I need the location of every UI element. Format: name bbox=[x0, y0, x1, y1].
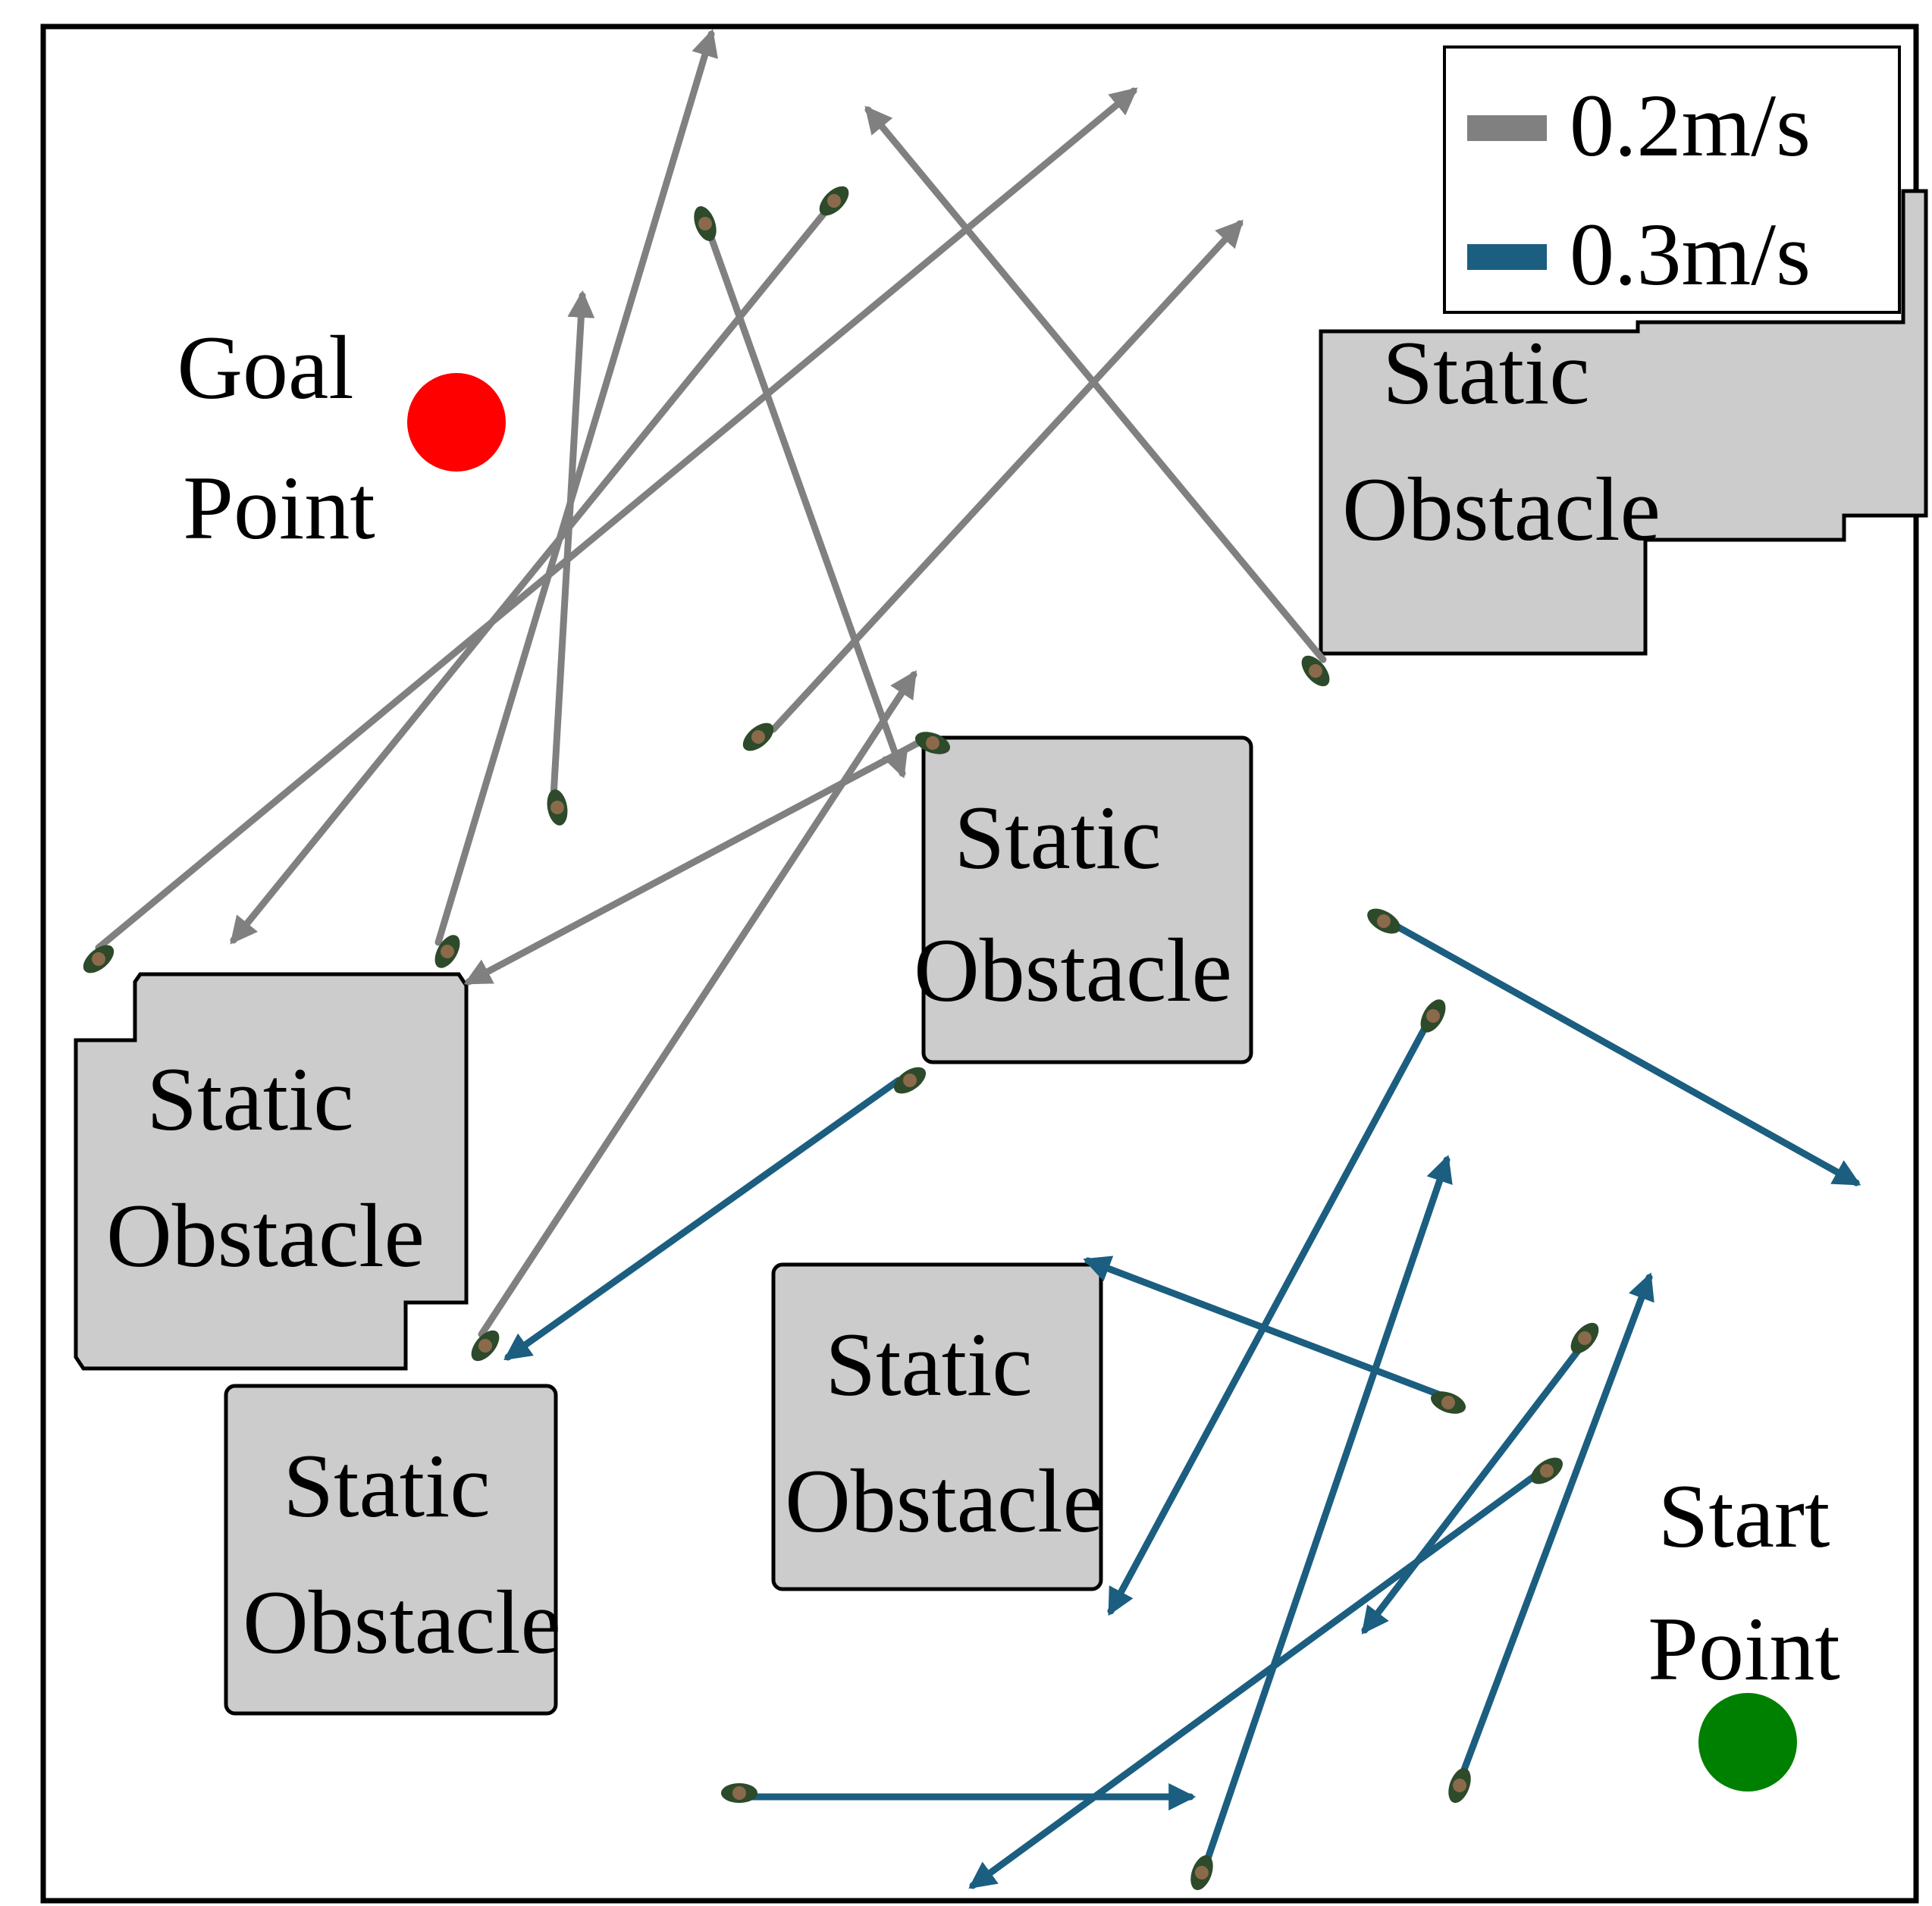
trajectory-arrow bbox=[1107, 1016, 1433, 1616]
goal-label-line1: Goal bbox=[177, 317, 353, 418]
goal-point: Goal Point bbox=[177, 317, 506, 558]
trajectory-arrow bbox=[770, 219, 1244, 733]
legend-label-slow: 0.2m/s bbox=[1570, 76, 1811, 175]
pedestrian-icon bbox=[694, 206, 717, 241]
trajectory-arrow bbox=[95, 87, 1138, 951]
pedestrian-icon bbox=[819, 186, 849, 216]
pedestrian-icon bbox=[915, 732, 950, 754]
obstacle-label-line1: Static bbox=[283, 1435, 490, 1536]
trajectories-fast bbox=[503, 917, 1861, 1889]
obstacle-bottom-left: Static Obstacle bbox=[224, 1384, 561, 1716]
trajectory-arrow bbox=[1361, 1338, 1589, 1635]
start-label-line2: Point bbox=[1648, 1598, 1839, 1699]
pedestrian-icon bbox=[83, 945, 114, 973]
pedestrian-icon bbox=[1367, 908, 1400, 934]
pedestrian-icon bbox=[547, 789, 568, 826]
legend-swatch-fast bbox=[1467, 244, 1547, 270]
obstacle-label-line1: Static bbox=[146, 1049, 353, 1149]
pedestrian-icon bbox=[1301, 655, 1330, 687]
obstacle-label-line1: Static bbox=[954, 787, 1161, 888]
goal-point-marker bbox=[407, 373, 506, 472]
trajectory-arrow bbox=[230, 208, 829, 945]
pedestrian-icon bbox=[434, 935, 460, 968]
legend-swatch-slow bbox=[1467, 115, 1547, 141]
trajectories-slow bbox=[95, 29, 1327, 1338]
trajectory-arrow bbox=[503, 1077, 902, 1361]
obstacle-label-line2: Obstacle bbox=[914, 920, 1232, 1020]
trajectory-arrow bbox=[1456, 1272, 1654, 1785]
obstacle-label-line2: Obstacle bbox=[243, 1572, 561, 1672]
obstacle-label-line2: Obstacle bbox=[1342, 459, 1661, 560]
trajectory-arrow bbox=[1202, 1155, 1453, 1869]
obstacle-center: Static Obstacle bbox=[914, 735, 1253, 1064]
trajectory-arrow bbox=[550, 290, 595, 800]
pedestrian-icon bbox=[471, 1330, 500, 1362]
environment-border bbox=[40, 24, 1919, 1904]
pedestrian-icon bbox=[1570, 1322, 1599, 1354]
goal-label-line2: Point bbox=[183, 457, 375, 558]
pedestrian-icon bbox=[1530, 1457, 1563, 1484]
obstacle-label-line1: Static bbox=[825, 1314, 1032, 1415]
pedestrian-icon bbox=[742, 723, 774, 751]
start-point-marker bbox=[1698, 1693, 1797, 1792]
obstacle-label-line2: Obstacle bbox=[785, 1450, 1103, 1551]
pedestrian-icon bbox=[1190, 1855, 1213, 1890]
obstacle-label-line1: Static bbox=[1382, 322, 1589, 423]
pedestrian-icon bbox=[893, 1067, 927, 1094]
legend: 0.2m/s 0.3m/s bbox=[1443, 45, 1901, 314]
pedestrians bbox=[83, 186, 1599, 1890]
pedestrian-icon bbox=[721, 1783, 757, 1803]
obstacle-bottom-center: Static Obstacle bbox=[771, 1262, 1103, 1591]
pedestrian-icon bbox=[1448, 1768, 1471, 1803]
start-point: Start Point bbox=[1648, 1466, 1840, 1792]
trajectory-arrow bbox=[968, 1463, 1551, 1889]
trajectory-arrow bbox=[434, 29, 718, 946]
legend-label-fast: 0.3m/s bbox=[1570, 205, 1811, 304]
trajectory-arrow bbox=[463, 735, 929, 986]
trajectory-arrow bbox=[478, 669, 917, 1338]
obstacle-top-right: Static Obstacle bbox=[1319, 189, 1928, 656]
start-label-line1: Start bbox=[1658, 1466, 1830, 1566]
trajectory-arrow bbox=[1384, 917, 1861, 1187]
obstacle-left: Static Obstacle bbox=[74, 972, 469, 1371]
trajectory-arrow bbox=[705, 227, 908, 779]
trajectory-arrow bbox=[1083, 1256, 1448, 1400]
obstacle-label-line2: Obstacle bbox=[106, 1185, 425, 1286]
pedestrian-icon bbox=[1420, 999, 1446, 1033]
pedestrian-icon bbox=[1431, 1391, 1466, 1414]
